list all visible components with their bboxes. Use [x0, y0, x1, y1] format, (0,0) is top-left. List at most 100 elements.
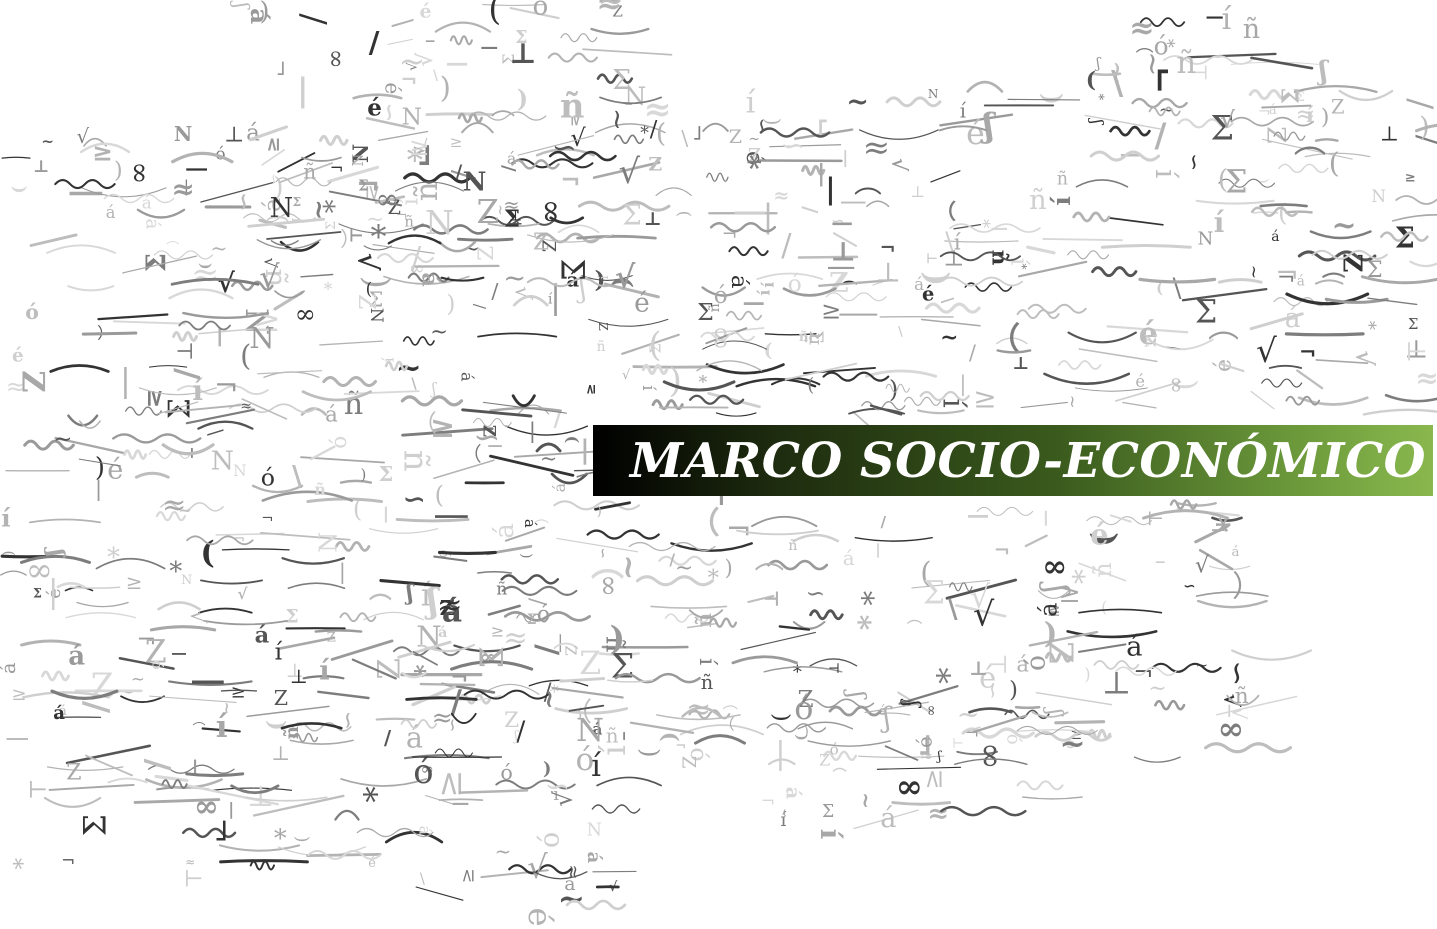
collage-glyph: ¬	[261, 510, 273, 527]
collage-glyph: |	[842, 147, 848, 167]
collage-glyph: Σ	[1276, 88, 1304, 105]
collage-stroke	[828, 705, 882, 717]
collage-glyph: \	[204, 429, 227, 436]
collage-glyph: Σ	[805, 330, 826, 343]
collage-stroke	[613, 134, 645, 145]
collage-stroke	[556, 537, 638, 553]
collage-glyph: ó	[537, 603, 550, 628]
collage-glyph: *	[842, 615, 877, 630]
collage-glyph: ∽	[776, 808, 792, 820]
collage-glyph: Σ	[285, 605, 298, 627]
collage-stroke	[186, 535, 254, 546]
collage-glyph: ⌒	[369, 592, 392, 619]
collage-stroke	[1131, 97, 1188, 109]
collage-stroke	[731, 655, 798, 665]
collage-stroke	[182, 311, 270, 320]
collage-stroke	[372, 244, 435, 254]
collage-glyph: ≥	[973, 382, 996, 415]
collage-stroke	[955, 604, 1007, 618]
collage-glyph: í	[954, 231, 961, 256]
collage-stroke	[1395, 195, 1437, 205]
collage-glyph: ∞	[1218, 710, 1245, 748]
collage-glyph: é	[1135, 372, 1145, 391]
collage-glyph: *	[972, 219, 993, 228]
collage-stroke	[517, 404, 550, 415]
collage-glyph: ñ	[1235, 684, 1249, 709]
collage-glyph: \	[681, 126, 689, 150]
collage-glyph: ñ	[314, 480, 326, 499]
collage-glyph: í	[381, 357, 398, 362]
collage-stroke	[1026, 245, 1056, 255]
collage-glyph: ∞	[896, 766, 923, 805]
collage-glyph: ∽	[1183, 577, 1196, 595]
collage-glyph: )	[543, 759, 551, 780]
collage-glyph: ~	[1135, 51, 1170, 76]
collage-glyph: ⊥	[271, 741, 290, 765]
collage-glyph: √	[218, 268, 236, 299]
collage-stroke	[1273, 131, 1306, 141]
collage-glyph: √	[1351, 350, 1379, 366]
collage-stroke	[533, 871, 588, 880]
collage-stroke	[1384, 393, 1437, 403]
collage-stroke	[412, 650, 438, 666]
collage-glyph: ~	[1099, 60, 1133, 85]
collage-stroke	[1027, 303, 1087, 314]
collage-stroke	[594, 123, 666, 134]
collage-glyph: Z	[533, 228, 549, 256]
collage-glyph: á	[59, 704, 67, 719]
collage-glyph: Z	[388, 196, 401, 219]
collage-glyph: /	[384, 726, 392, 749]
collage-stroke	[1311, 249, 1388, 260]
collage-stroke	[655, 187, 692, 197]
collage-glyph: |	[435, 511, 473, 522]
collage-glyph: í	[396, 198, 424, 206]
collage-glyph: ⊥	[173, 341, 197, 361]
collage-stroke	[461, 121, 494, 134]
collage-glyph: )	[610, 618, 626, 657]
collage-glyph: é	[1210, 359, 1236, 372]
collage-glyph: *	[1090, 94, 1105, 101]
collage-stroke	[1115, 666, 1177, 676]
collage-glyph: ∽	[376, 102, 404, 122]
collage-stroke	[330, 639, 394, 661]
collage-stroke	[1208, 565, 1251, 571]
collage-stroke	[1133, 756, 1181, 763]
collage-stroke	[825, 292, 887, 302]
collage-stroke	[591, 804, 641, 814]
collage-glyph: ─	[866, 542, 892, 558]
collage-stroke	[433, 459, 495, 480]
collage-stroke	[865, 369, 938, 378]
collage-glyph: )	[95, 453, 105, 483]
collage-stroke	[229, 403, 317, 414]
collage-stroke	[425, 794, 456, 806]
collage-glyph: ≈	[437, 587, 463, 623]
collage-glyph: Σ	[923, 576, 945, 612]
collage-stroke	[1, 156, 31, 159]
collage-glyph: ≥	[450, 133, 463, 151]
collage-stroke	[138, 387, 217, 396]
collage-stroke	[1067, 250, 1110, 260]
collage-glyph: Σ	[369, 288, 384, 312]
collage-stroke	[512, 295, 549, 307]
collage-glyph: (	[262, 214, 292, 224]
collage-glyph: ¬	[761, 791, 775, 811]
collage-stroke	[553, 500, 641, 511]
collage-stroke	[1016, 309, 1060, 320]
collage-stroke	[740, 631, 817, 651]
collage-glyph: ≈	[171, 173, 195, 206]
collage-glyph: é	[12, 346, 24, 367]
collage-glyph: ─	[1155, 555, 1165, 571]
collage-glyph: í	[553, 784, 559, 805]
collage-stroke	[972, 714, 1028, 734]
collage-glyph: /	[491, 279, 499, 303]
collage-stroke	[78, 458, 121, 467]
collage-stroke	[944, 240, 1019, 243]
collage-glyph: |	[339, 560, 346, 585]
collage-stroke	[767, 559, 829, 571]
collage-glyph: Z	[327, 630, 336, 645]
collage-glyph: ~	[399, 44, 425, 80]
collage-glyph: ≈	[773, 184, 789, 207]
collage-glyph: ñ	[409, 181, 445, 201]
collage-stroke	[1250, 56, 1314, 70]
collage-stroke	[1077, 643, 1127, 653]
